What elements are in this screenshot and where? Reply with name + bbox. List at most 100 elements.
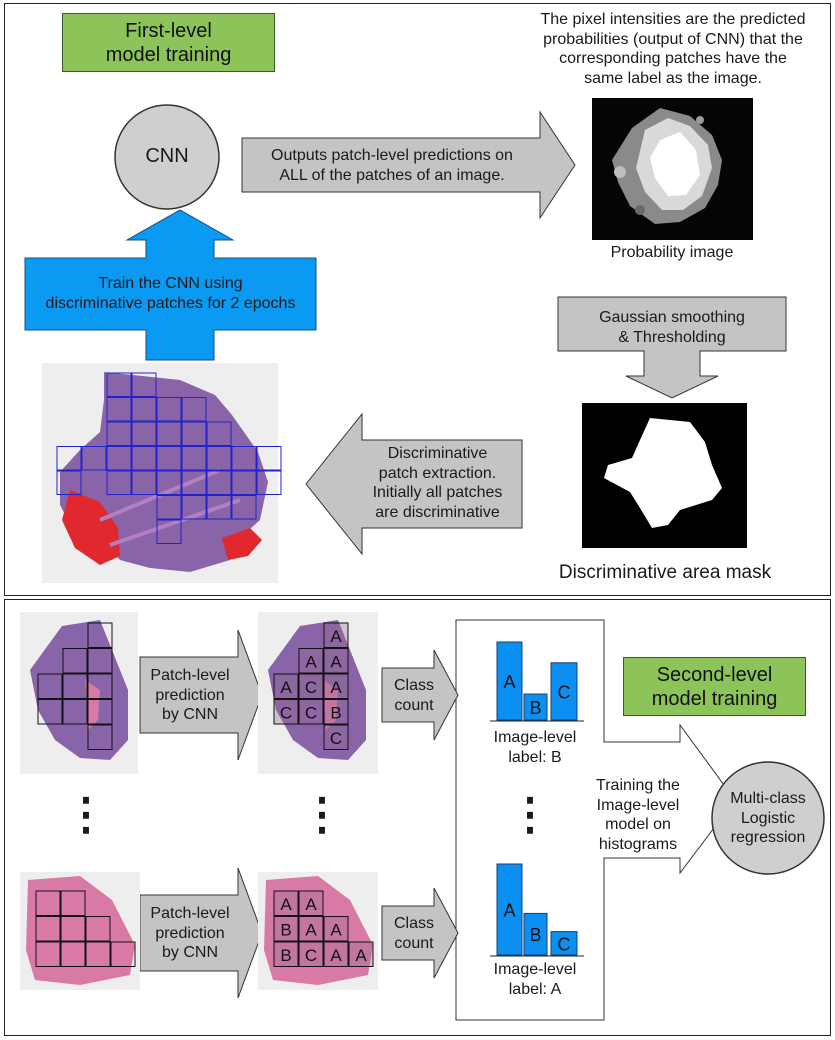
patch-cell bbox=[37, 699, 63, 725]
patch-cell bbox=[87, 622, 113, 648]
patch-cell bbox=[156, 519, 182, 544]
patch-cell bbox=[35, 916, 61, 942]
predict-arrow-2-label: Patch-level prediction by CNN bbox=[150, 905, 230, 961]
histogram-bar-label: C bbox=[558, 682, 571, 702]
probability-caption: Probability image bbox=[610, 244, 734, 261]
patch-cell bbox=[110, 941, 136, 967]
histogram-bar bbox=[523, 912, 548, 956]
patch-cell bbox=[37, 673, 63, 699]
training-text: Training the Image-level model on histog… bbox=[596, 777, 680, 853]
patch-cell bbox=[156, 397, 182, 422]
outputs-arrow bbox=[241, 110, 576, 220]
patch-cell bbox=[131, 372, 157, 397]
patch-cell bbox=[298, 890, 324, 916]
tissue-slide-b3 bbox=[20, 872, 140, 990]
extraction-arrow-label: Discriminative patch extraction. Initial… bbox=[372, 445, 503, 521]
cnn-label: CNN bbox=[145, 145, 189, 167]
patch-cell bbox=[181, 421, 207, 446]
probability-note: The pixel intensities are the predicted … bbox=[540, 11, 806, 87]
histogram-bar-label: B bbox=[529, 698, 541, 718]
patch-cell bbox=[273, 916, 299, 942]
ellipsis-right: ⋮ bbox=[508, 790, 552, 839]
second-level-title: Second-level model training bbox=[623, 657, 806, 716]
patch-cell bbox=[87, 673, 113, 699]
count-arrow-2-label: Class count bbox=[393, 915, 434, 952]
histogram-bar bbox=[523, 693, 548, 721]
patch-cell bbox=[348, 941, 374, 967]
histogram-bar-label: B bbox=[529, 925, 541, 945]
patch-cell bbox=[106, 470, 132, 495]
patch-cell bbox=[256, 470, 282, 495]
patch-cell bbox=[106, 421, 132, 446]
histogram-bar-label: A bbox=[503, 672, 515, 692]
histogram-2-caption: Image-level label: A bbox=[493, 961, 577, 998]
first-level-title: First-level model training bbox=[62, 13, 275, 72]
patch-cell bbox=[206, 446, 232, 471]
patch-cell bbox=[87, 699, 113, 725]
patch-label: A bbox=[330, 652, 342, 671]
patch-cell bbox=[181, 446, 207, 471]
extraction-arrow bbox=[305, 412, 523, 556]
patch-cell bbox=[62, 673, 88, 699]
patch-label: C bbox=[305, 678, 317, 697]
patch-cell bbox=[35, 890, 61, 916]
count-arrow-1 bbox=[381, 649, 459, 741]
train-arrow bbox=[24, 209, 317, 361]
patch-cell bbox=[87, 724, 113, 750]
histogram-1-caption: Image-level label: B bbox=[493, 729, 577, 766]
patch-label: C bbox=[305, 946, 317, 965]
patch-cell bbox=[323, 673, 349, 699]
mask-caption: Discriminative area mask bbox=[558, 562, 772, 583]
patch-cell bbox=[323, 622, 349, 648]
patch-cell bbox=[323, 724, 349, 750]
patch-label: A bbox=[305, 895, 317, 914]
patch-label: A bbox=[355, 946, 367, 965]
patch-label: A bbox=[330, 946, 342, 965]
patch-cell bbox=[156, 446, 182, 471]
histogram-bar-label: A bbox=[503, 901, 515, 921]
patch-cell bbox=[323, 916, 349, 942]
patch-cell bbox=[323, 648, 349, 674]
logistic-circle bbox=[711, 761, 825, 875]
patch-cell bbox=[56, 446, 82, 471]
patch-cell bbox=[231, 446, 257, 471]
patch-cell bbox=[85, 941, 111, 967]
patch-cell bbox=[298, 916, 324, 942]
patch-cell bbox=[106, 446, 132, 471]
patch-cell bbox=[156, 421, 182, 446]
top-diagram-shapes bbox=[24, 98, 787, 583]
patch-cell bbox=[81, 446, 107, 471]
patch-cell bbox=[60, 890, 86, 916]
patch-cell bbox=[231, 495, 257, 520]
patch-cell bbox=[231, 470, 257, 495]
count-arrow-2 bbox=[381, 887, 459, 979]
ellipsis-left: ⋮ bbox=[64, 790, 108, 839]
patch-label: C bbox=[330, 729, 342, 748]
patch-cell bbox=[35, 941, 61, 967]
tissue-slide-b1 bbox=[20, 612, 138, 774]
patch-label: C bbox=[280, 703, 292, 722]
train-arrow-label: Train the CNN using discriminative patch… bbox=[45, 275, 296, 312]
patch-cell bbox=[273, 673, 299, 699]
patch-cell bbox=[206, 495, 232, 520]
histogram-1: ABC bbox=[490, 641, 584, 722]
patch-label: A bbox=[305, 920, 317, 939]
patch-label: A bbox=[280, 678, 292, 697]
patch-label: B bbox=[330, 703, 341, 722]
patch-cell bbox=[273, 941, 299, 967]
patch-label: A bbox=[330, 627, 342, 646]
patch-label: C bbox=[305, 703, 317, 722]
histogram-bar bbox=[496, 863, 523, 956]
patch-cell bbox=[298, 699, 324, 725]
discriminative-area-mask bbox=[582, 403, 747, 548]
patch-cell bbox=[131, 470, 157, 495]
patch-cell bbox=[298, 941, 324, 967]
patch-cell bbox=[62, 699, 88, 725]
logistic-label: Multi-class Logistic regression bbox=[730, 790, 806, 846]
patch-cell bbox=[156, 470, 182, 495]
patch-cell bbox=[106, 372, 132, 397]
histogram-bar-label: C bbox=[558, 934, 571, 954]
patch-label: B bbox=[280, 946, 291, 965]
